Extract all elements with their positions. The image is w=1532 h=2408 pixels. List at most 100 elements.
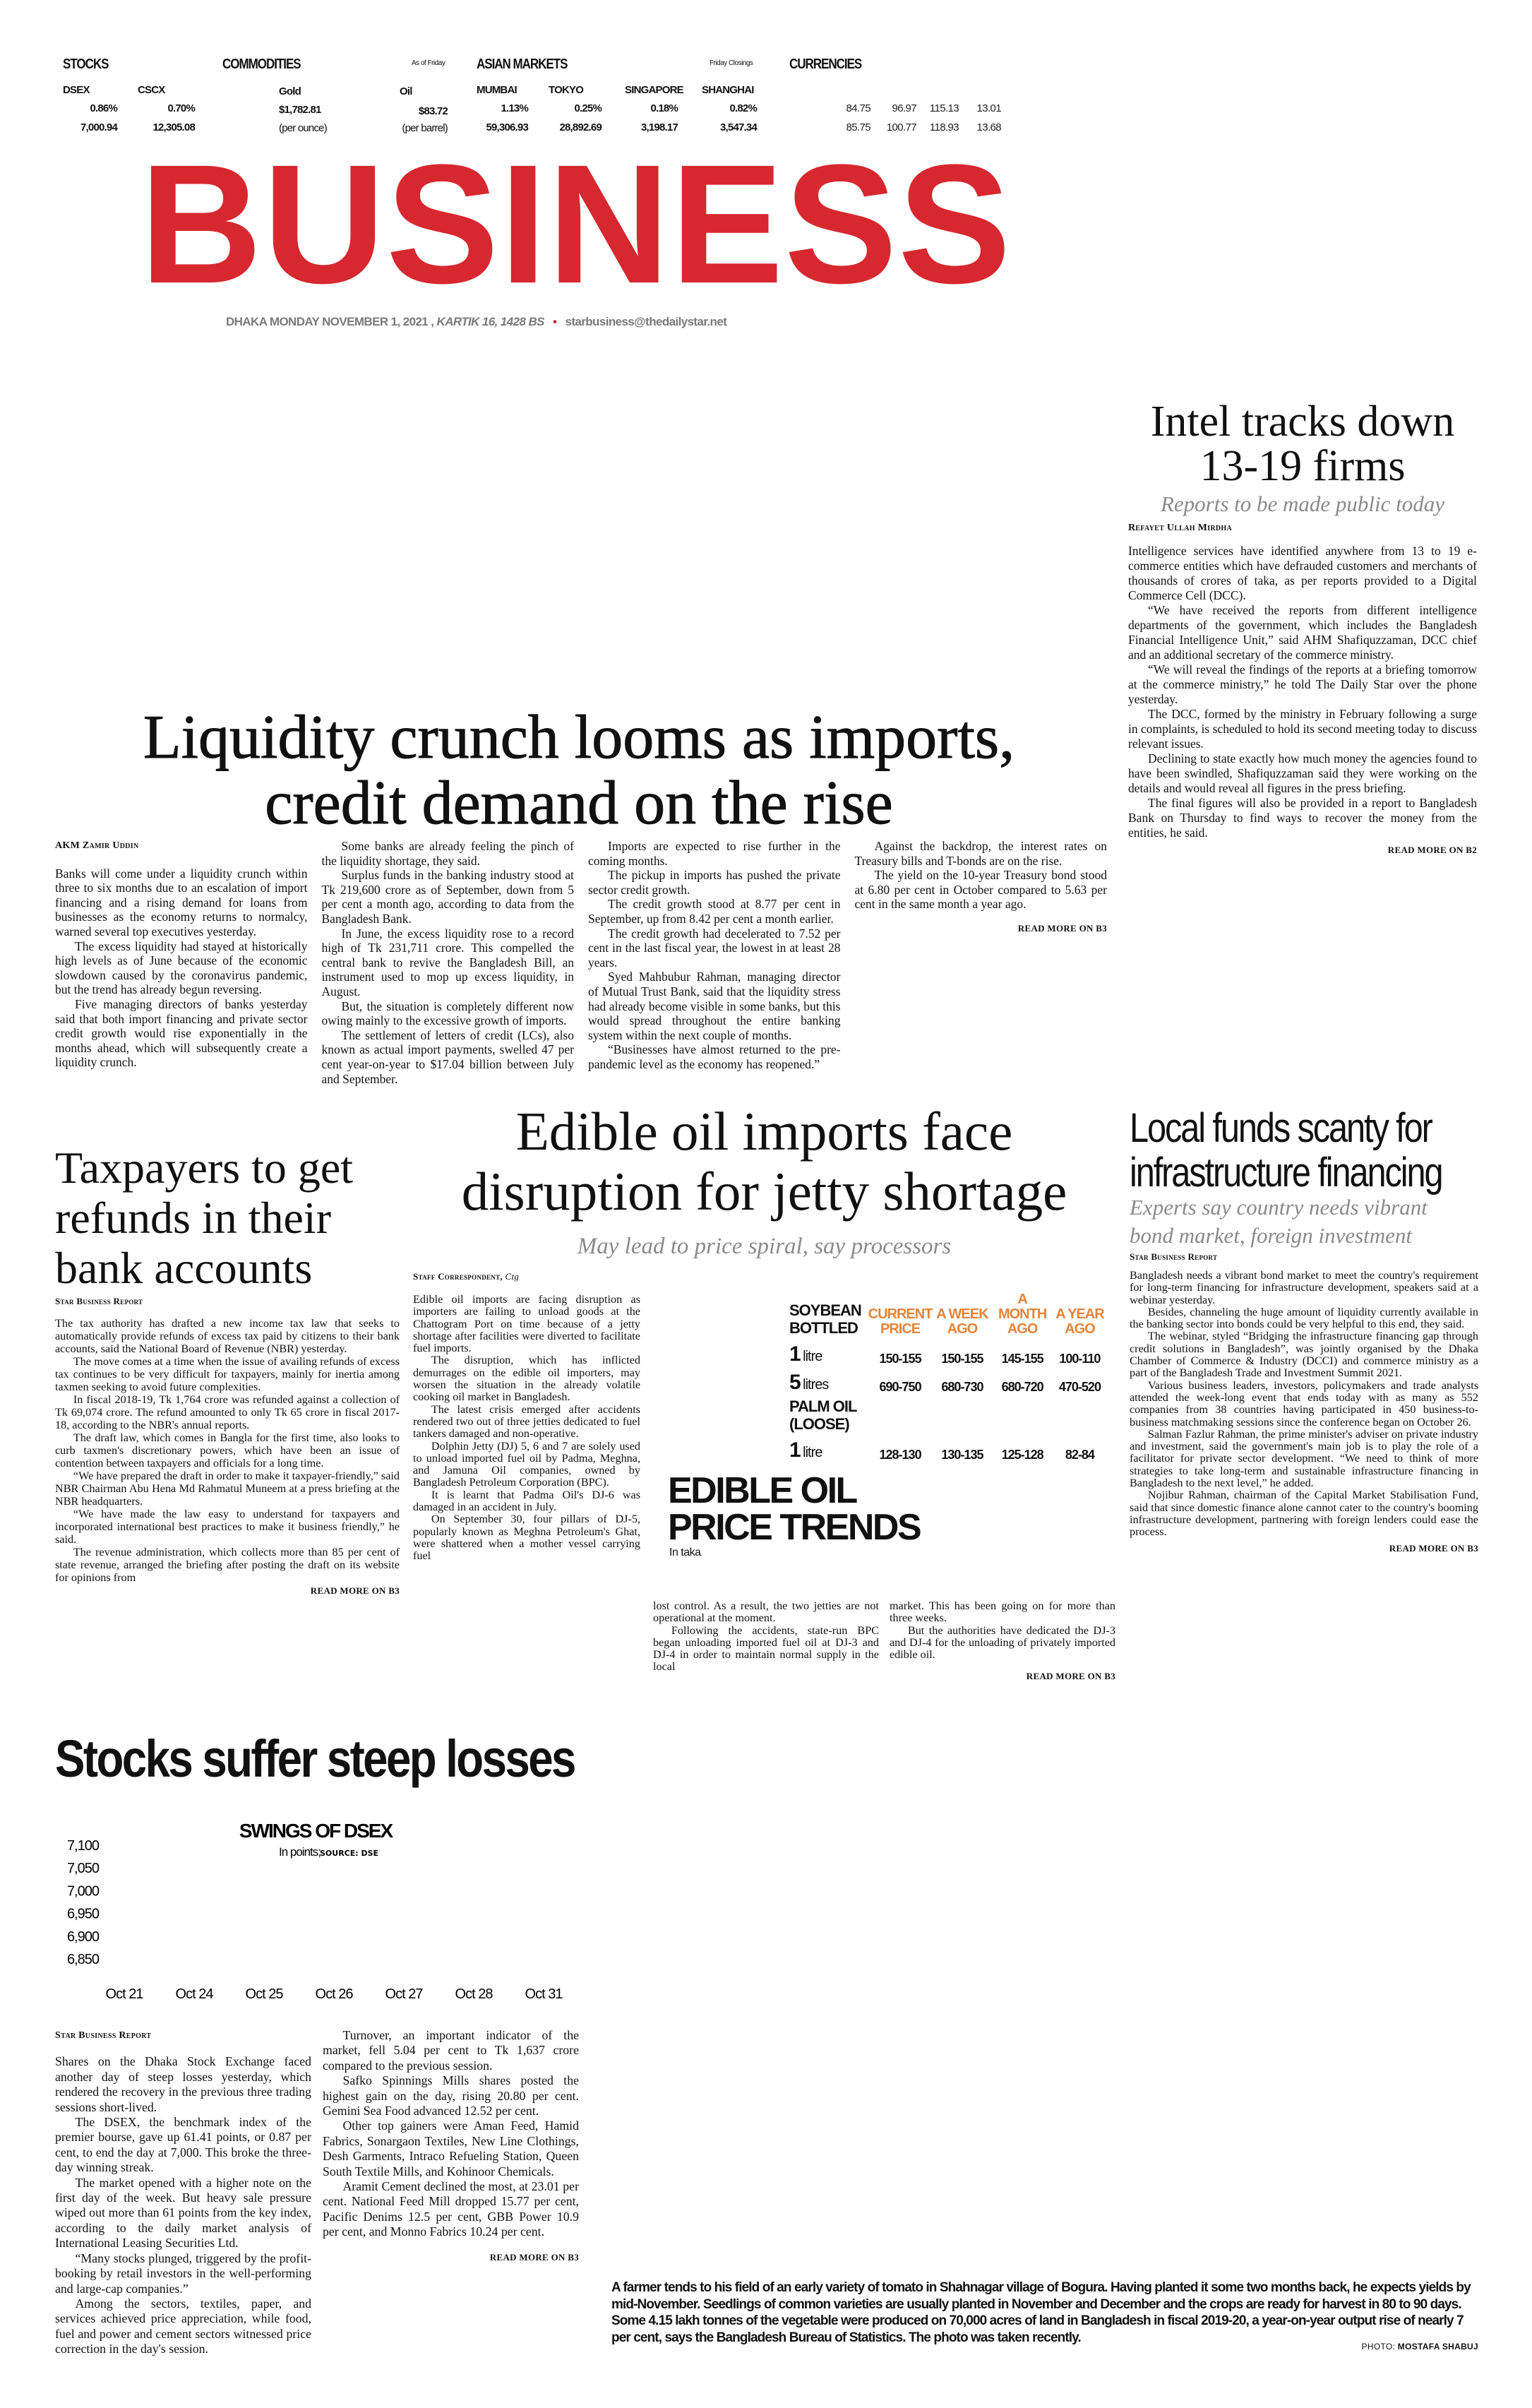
article-edible-oil-col1: Staff Correspondent, Ctg Edible oil impo…: [413, 1271, 640, 1563]
headline-line: 13-19 firms: [1199, 442, 1406, 490]
contact-email[interactable]: starbusiness@thedailystar.net: [565, 315, 727, 328]
headline-line: disruption for jetty shortage: [461, 1161, 1067, 1222]
read-more-link[interactable]: READ MORE ON B3: [1017, 922, 1107, 934]
table-row: 1 litre 150-155 150-155 145-155 100-110: [789, 1337, 1107, 1366]
paragraph: Edible oil imports are facing disruption…: [413, 1293, 640, 1355]
title-line: PRICE TRENDS: [668, 1507, 922, 1548]
paragraph: Dolphin Jetty (DJ) 5, 6 and 7 are solely…: [413, 1439, 640, 1489]
paragraph: “We have received the reports from diffe…: [1128, 603, 1477, 662]
section-masthead: BUSINESS: [140, 129, 1012, 318]
chart-source: SOURCE: DSE: [320, 1849, 378, 1858]
article-body: Edible oil imports are facing disruption…: [413, 1293, 640, 1563]
paragraph: The latest crisis emerged after accident…: [413, 1402, 640, 1441]
paragraph: Among the sectors, textiles, paper, and …: [55, 2296, 311, 2356]
article-subhead: Experts say country needs vibrant bond m…: [1130, 1193, 1478, 1250]
paragraph: Intelligence services have identified an…: [1128, 544, 1477, 602]
separator-dot: •: [553, 315, 557, 328]
cscx-label: CSCX: [138, 84, 165, 96]
article-local-funds: Local funds scanty for infrastructure fi…: [1130, 1106, 1478, 1554]
price-cell: 82-84: [1065, 1448, 1095, 1462]
article-headline[interactable]: Stocks suffer steep losses: [55, 1729, 576, 1788]
headline-line: Taxpayers to get: [55, 1143, 354, 1193]
paragraph: In fiscal 2018-19, Tk 1,764 crore was re…: [55, 1393, 400, 1431]
paragraph: The credit growth had decelerated to 7.5…: [588, 926, 841, 970]
y-tick-label: 6,900: [67, 1929, 100, 1945]
paragraph: “Businesses have almost returned to the …: [588, 1042, 841, 1071]
dsex-value: 7,000.94: [80, 121, 118, 133]
paragraph: Turnover, an important indicator of the …: [323, 2028, 579, 2073]
price-cell: 150-155: [879, 1352, 922, 1366]
y-tick-label: 7,050: [67, 1861, 100, 1876]
currency-value: 100.77: [886, 121, 917, 133]
price-cell: 130-135: [941, 1448, 983, 1462]
paragraph: But, the situation is completely differe…: [321, 999, 575, 1028]
table-group-row: PALM OIL(LOOSE): [789, 1395, 1107, 1433]
article-byline: Refayet Ullah Mirdha: [1128, 523, 1233, 533]
paragraph: Various business leaders, investors, pol…: [1130, 1378, 1478, 1429]
asian-markets-note: Friday Closings: [710, 59, 753, 67]
price-cell: 128-130: [879, 1448, 922, 1462]
x-tick-label: Oct 27: [385, 1986, 424, 2002]
table-row: 5 litres 690-750 680-730 680-720 470-520: [789, 1366, 1107, 1395]
dsex-change: 0.86%: [90, 102, 117, 114]
mumbai-change: 1.13%: [501, 102, 528, 114]
price-cell: 100-110: [1059, 1352, 1101, 1366]
paragraph: On September 30, four pillars of DJ-5, p…: [413, 1513, 640, 1563]
article-liquidity: AKM Zamir Uddin Banks will come under a …: [55, 839, 1107, 1087]
paragraph: The excess liquidity had stayed at histo…: [55, 938, 308, 997]
chart-subtitle: In points;: [279, 1845, 321, 1859]
photo-caption: A farmer tends to his field of an early …: [611, 2279, 1478, 2346]
article-byline: Star Business Report: [55, 2030, 152, 2041]
read-more-link[interactable]: READ MORE ON B3: [310, 1585, 400, 1596]
x-tick-label: Oct 26: [316, 1986, 354, 2002]
shanghai-change: 0.82%: [729, 102, 757, 114]
article-body: Bangladesh needs a vibrant bond market t…: [1130, 1269, 1478, 1539]
currency-value: 96.97: [892, 102, 916, 114]
article-headline[interactable]: Local funds scanty for infrastructure fi…: [1130, 1106, 1444, 1196]
table-row: 1 litre 128-130 130-135 125-128 82-84: [789, 1433, 1107, 1462]
singapore-value: 3,198.17: [641, 121, 678, 133]
credit-name: MOSTAFA SHABUJ: [1397, 2342, 1478, 2352]
article-headline[interactable]: Liquidity crunch looms as imports, credi…: [28, 705, 1130, 838]
article-taxpayers: Taxpayers to get refunds in their bank a…: [55, 1143, 400, 1597]
news-photo-area: [611, 1730, 1478, 2267]
paragraph: The settlement of letters of credit (LCs…: [321, 1027, 575, 1086]
read-more-link[interactable]: READ MORE ON B2: [1387, 845, 1477, 855]
price-cell: 690-750: [879, 1380, 922, 1394]
y-tick-label: 7,000: [67, 1883, 100, 1899]
mumbai-label: MUMBAI: [477, 84, 517, 96]
paragraph: Besides, channeling the huge amount of l…: [1130, 1305, 1478, 1331]
headline-line: infrastructure financing: [1130, 1150, 1444, 1196]
oil-unit: (per barrel): [402, 122, 448, 134]
read-more-link[interactable]: READ MORE ON B3: [1026, 1671, 1115, 1682]
paragraph: Against the backdrop, the interest rates…: [854, 839, 1108, 868]
paragraph: The market opened with a higher note on …: [55, 2175, 311, 2251]
cscx-value: 12,305.08: [152, 121, 195, 133]
paragraph: Five managing directors of banks yesterd…: [55, 996, 308, 1070]
paragraph: The move comes at a time when the issue …: [55, 1355, 400, 1393]
paragraph: Salman Fazlur Rahman, the prime minister…: [1130, 1427, 1478, 1490]
read-more-link[interactable]: READ MORE ON B3: [489, 2251, 579, 2263]
article-byline: Star Business Report: [1130, 1251, 1218, 1262]
article-headline[interactable]: Intel tracks down 13-19 firms: [1128, 400, 1477, 489]
paragraph: The final figures will also be provided …: [1128, 796, 1477, 840]
commodities-note: As of Friday: [412, 59, 445, 67]
gold-unit: (per ounce): [279, 122, 328, 134]
paragraph: lost control. As a result, the two jetti…: [653, 1599, 879, 1625]
read-more-link[interactable]: READ MORE ON B3: [1389, 1542, 1478, 1554]
article-body: Shares on the Dhaka Stock Exchange faced…: [55, 2028, 579, 2360]
tokyo-label: TOKYO: [549, 84, 584, 96]
paragraph: Declining to state exactly how much mone…: [1128, 751, 1477, 795]
price-cell: 680-720: [1001, 1380, 1044, 1394]
price-cell: 150-155: [941, 1352, 983, 1366]
x-tick-label: Oct 25: [246, 1986, 284, 2002]
headline-line: credit demand on the rise: [265, 769, 893, 838]
article-headline[interactable]: Edible oil imports face disruption for j…: [395, 1102, 1133, 1222]
article-headline[interactable]: Taxpayers to get refunds in their bank a…: [55, 1143, 400, 1293]
oil-label: Oil: [400, 85, 412, 97]
